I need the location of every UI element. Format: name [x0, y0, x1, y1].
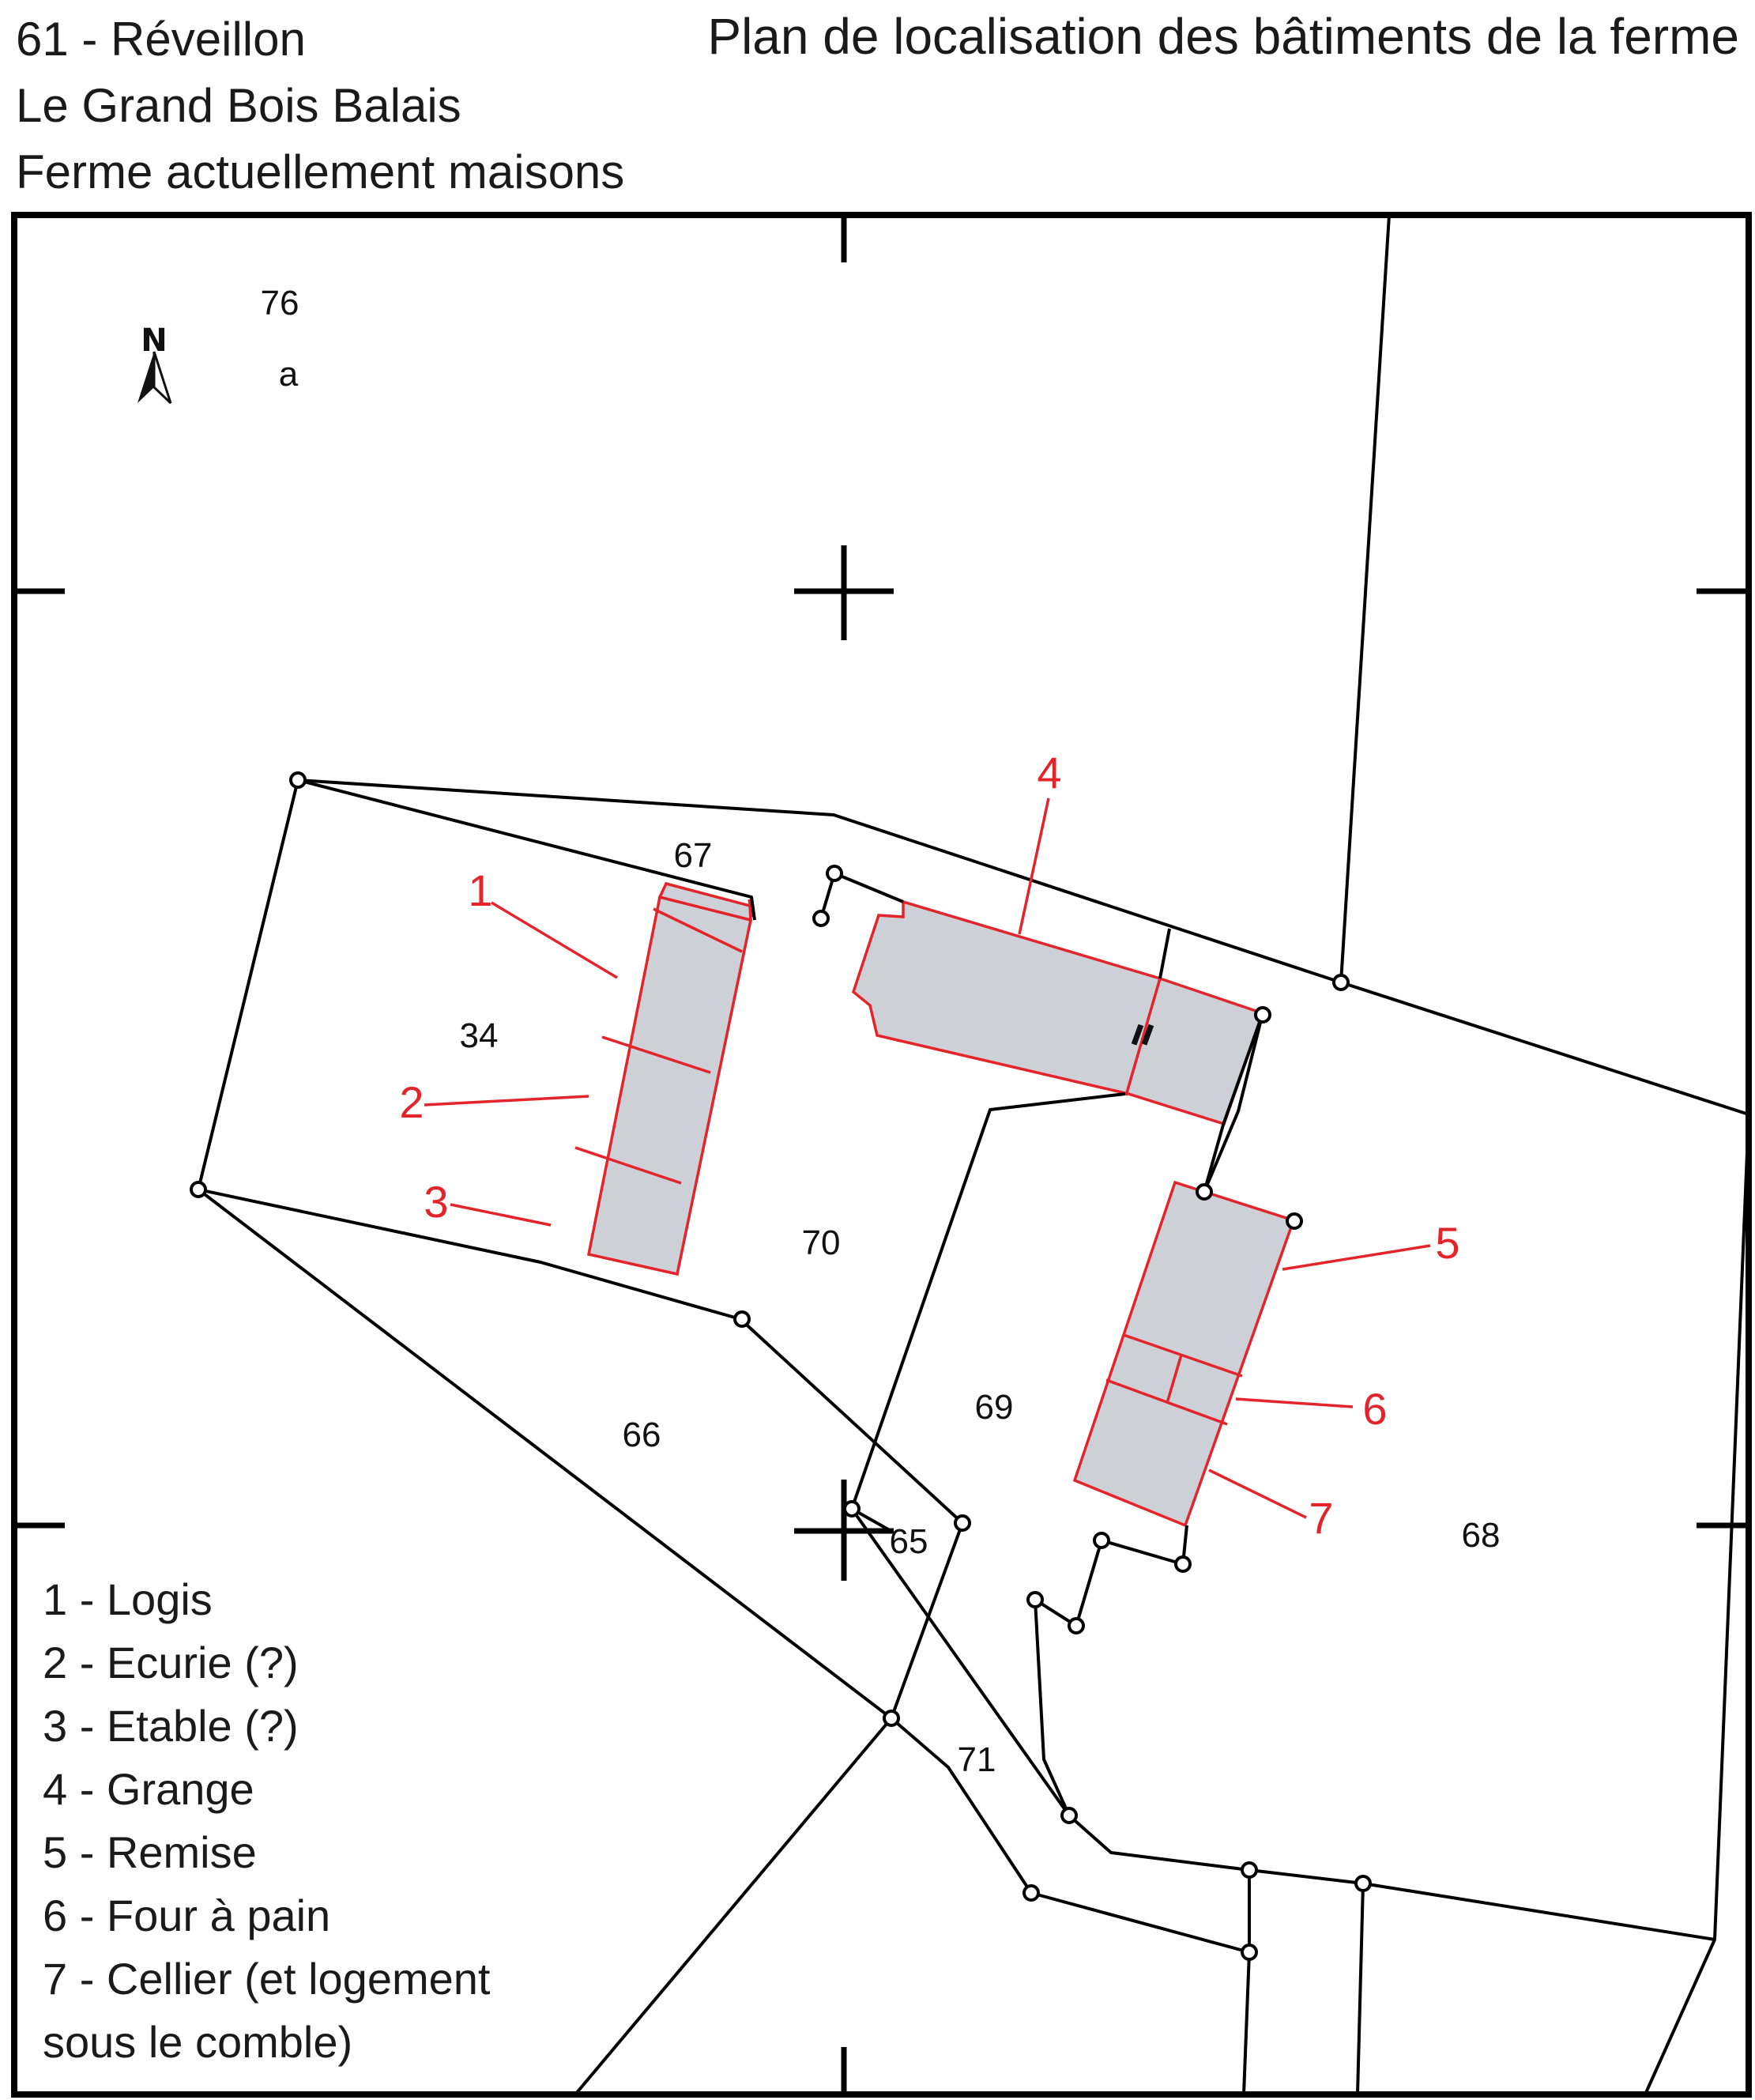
map-frame	[11, 212, 1752, 2098]
header-description: Ferme actuellement maisons	[16, 145, 625, 198]
building-label-1: 1	[468, 865, 492, 915]
parcel-label-67: 67	[674, 836, 713, 875]
parcel-label-76: 76	[261, 284, 299, 322]
north-arrow-icon: N	[137, 322, 172, 405]
header-place: 61 - Réveillon Le Grand Bois Balais Ferm…	[16, 6, 624, 205]
building-label-3: 3	[424, 1177, 448, 1227]
legend: 1 - Logis 2 - Ecurie (?) 3 - Etable (?) …	[43, 1568, 490, 2074]
legend-item-etable: 3 - Etable (?)	[43, 1701, 299, 1751]
legend-item-cellier: 7 - Cellier (et logement	[43, 1954, 491, 2004]
parcel-label-71: 71	[958, 1740, 996, 1779]
building-label-5: 5	[1435, 1218, 1459, 1268]
legend-item-four-a-pain: 6 - Four à pain	[43, 1891, 331, 1940]
parcel-labels: 76 a 67 34 70 66 69 65 68 71	[261, 284, 1501, 1779]
parcel-label-34: 34	[460, 1016, 499, 1055]
building-5-6-7	[1072, 1180, 1296, 1528]
legend-item-cellier-cont: sous le comble)	[43, 2017, 353, 2067]
frame-ticks	[14, 215, 1749, 2094]
building-1-2-3	[574, 881, 754, 1276]
building-labels: 1 2 3 4 5 6 7	[399, 748, 1459, 1543]
parcel-label-70: 70	[802, 1223, 841, 1262]
legend-item-ecurie: 2 - Ecurie (?)	[43, 1638, 299, 1687]
parcel-label-a: a	[279, 355, 299, 394]
parcel-label-66: 66	[623, 1416, 661, 1454]
map-title: Plan de localisation des bâtiments de la…	[707, 8, 1739, 65]
crosshair-upper	[794, 545, 894, 640]
building-label-7: 7	[1309, 1493, 1333, 1543]
header-locality: Le Grand Bois Balais	[16, 79, 461, 132]
building-label-4: 4	[1037, 748, 1061, 797]
parcel-label-65: 65	[890, 1522, 928, 1561]
crosshair-lower	[794, 1480, 894, 1581]
legend-item-grange: 4 - Grange	[43, 1764, 254, 1814]
parcel-label-68: 68	[1462, 1516, 1501, 1555]
building-label-2: 2	[399, 1077, 424, 1127]
parcel-lines	[197, 214, 1750, 2096]
header-commune: 61 - Réveillon	[16, 13, 306, 66]
survey-nodes	[190, 771, 1372, 1961]
building-label-6: 6	[1362, 1384, 1387, 1434]
parcel-label-69: 69	[975, 1388, 1014, 1427]
legend-item-logis: 1 - Logis	[43, 1574, 213, 1624]
legend-item-remise: 5 - Remise	[43, 1827, 257, 1877]
leader-lines	[424, 797, 1431, 1519]
